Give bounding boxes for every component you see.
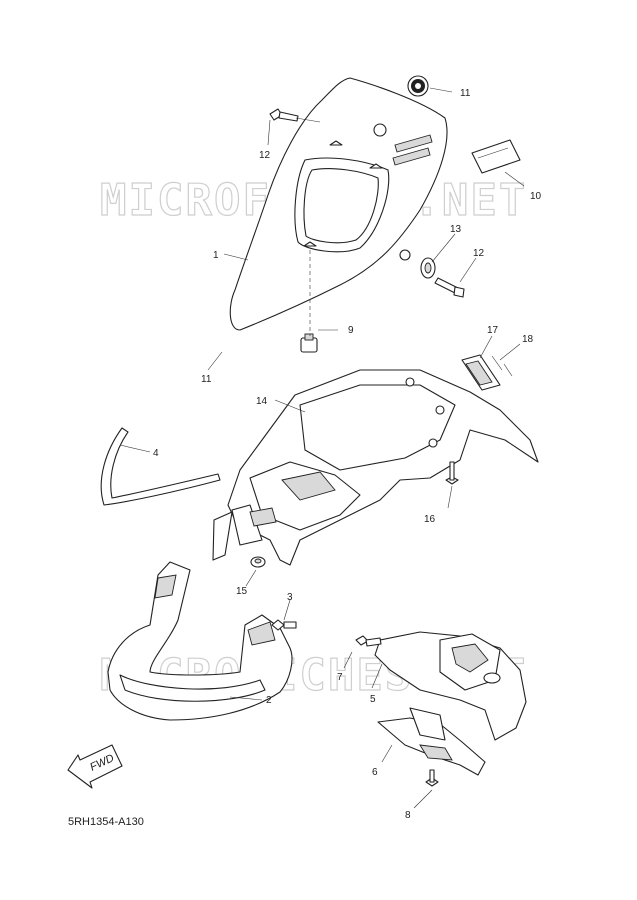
callout-13: 13 xyxy=(450,224,462,235)
inner-cover-part xyxy=(374,631,527,741)
catalog-code: 5RH1354-A130 xyxy=(68,816,144,828)
callout-9: 9 xyxy=(348,325,354,336)
screw-part-pair xyxy=(491,355,513,377)
callout-14: 14 xyxy=(256,396,268,407)
callout-12-right: 12 xyxy=(473,248,485,259)
trim-strip-part xyxy=(100,427,221,506)
callout-16: 16 xyxy=(424,514,436,525)
nut-part xyxy=(300,333,318,353)
callout-12-top: 12 xyxy=(259,150,271,161)
grommet-part xyxy=(420,257,436,279)
forward-arrow-icon: FWD xyxy=(67,744,123,789)
callout-11-cover: 11 xyxy=(201,374,212,385)
callout-11-emblem: 11 xyxy=(460,88,471,99)
bolt-part-8 xyxy=(425,769,439,787)
callout-1: 1 xyxy=(213,250,219,261)
callout-6: 6 xyxy=(372,767,378,778)
callout-2: 2 xyxy=(266,695,272,706)
bolt-part-16 xyxy=(445,461,459,485)
callout-17: 17 xyxy=(487,325,499,336)
reflector-part xyxy=(461,354,501,391)
callout-5: 5 xyxy=(370,694,376,705)
label-part xyxy=(471,139,521,174)
screw-part-3 xyxy=(271,619,297,631)
leader-lines xyxy=(119,87,525,809)
callout-8: 8 xyxy=(405,810,411,821)
callout-18: 18 xyxy=(522,334,534,345)
bolt-part-right xyxy=(434,277,465,298)
rear-fender-part xyxy=(212,369,539,566)
under-cover-part xyxy=(107,561,293,721)
callout-7: 7 xyxy=(337,672,343,683)
front-cover-part xyxy=(229,77,448,331)
callout-3: 3 xyxy=(287,592,293,603)
callout-10: 10 xyxy=(530,191,542,202)
bolt-part-top xyxy=(269,108,299,122)
callout-4: 4 xyxy=(153,448,159,459)
emblem-part xyxy=(407,75,429,97)
callout-15: 15 xyxy=(236,586,248,597)
plate-part xyxy=(377,707,486,776)
collar-part-15 xyxy=(250,556,266,568)
bolt-part-7 xyxy=(355,635,382,647)
